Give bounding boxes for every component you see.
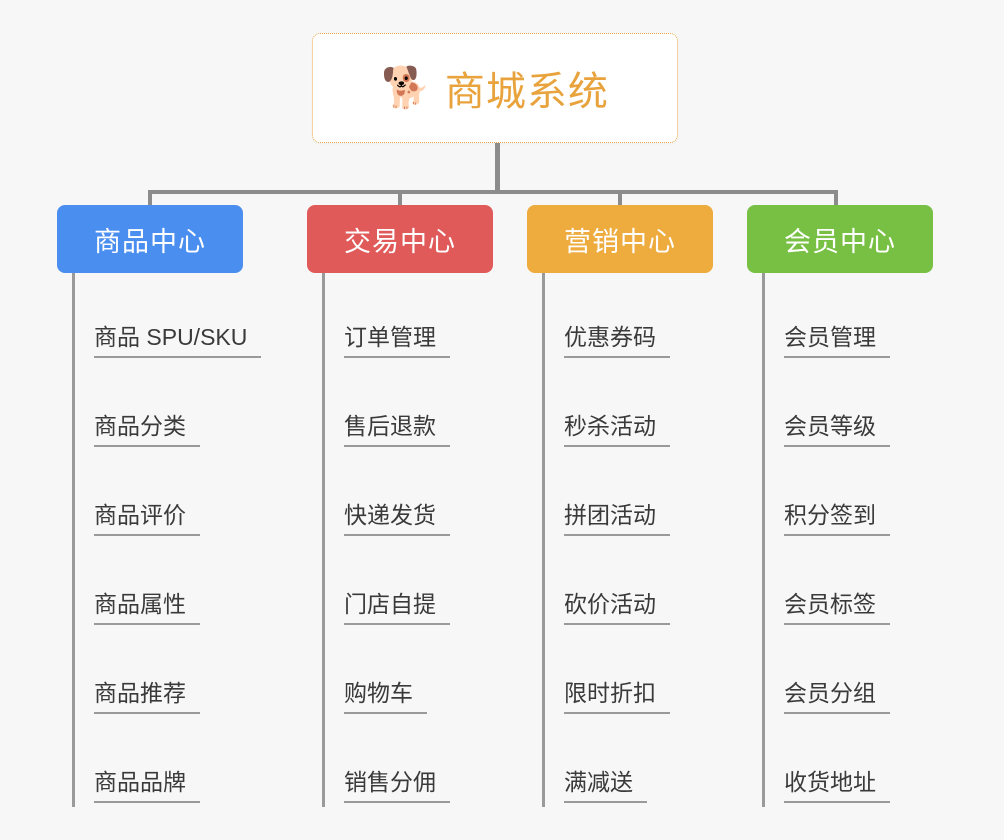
leaf-item-3-3[interactable]: 拼团活动	[542, 451, 670, 540]
root-node-label: 商城系统	[444, 70, 609, 114]
connector-drop-3	[618, 190, 622, 208]
category-label-1: 商品中心	[94, 226, 206, 257]
leaf-label-1-3: 商品评价	[94, 502, 200, 536]
category-box-2[interactable]: 交易中心	[307, 205, 493, 273]
connector-drop-1	[148, 190, 152, 208]
leaf-column-1: 商品 SPU/SKU 商品分类 商品评价 商品属性 商品推荐 商品品牌	[72, 273, 262, 807]
leaf-item-4-1[interactable]: 会员管理	[762, 273, 890, 362]
leaf-item-1-4[interactable]: 商品属性	[72, 540, 261, 629]
shiba-dog-icon: 🐕	[381, 66, 431, 110]
leaf-label-2-5: 购物车	[344, 680, 427, 714]
leaf-item-2-1[interactable]: 订单管理	[322, 273, 450, 362]
leaf-item-4-3[interactable]: 积分签到	[762, 451, 890, 540]
leaf-label-2-4: 门店自提	[344, 591, 450, 625]
leaf-item-3-4[interactable]: 砍价活动	[542, 540, 670, 629]
leaf-item-2-2[interactable]: 售后退款	[322, 362, 450, 451]
leaf-label-4-1: 会员管理	[784, 324, 890, 358]
leaf-label-2-3: 快递发货	[344, 502, 450, 536]
leaf-label-1-1: 商品 SPU/SKU	[94, 324, 262, 358]
leaf-label-4-4: 会员标签	[784, 591, 890, 625]
leaf-item-1-3[interactable]: 商品评价	[72, 451, 261, 540]
leaf-rail-1	[72, 273, 75, 807]
leaf-label-2-2: 售后退款	[344, 413, 450, 447]
leaf-label-3-6: 满减送	[564, 769, 647, 803]
leaf-label-1-4: 商品属性	[94, 591, 200, 625]
leaf-item-3-6[interactable]: 满减送	[542, 718, 670, 807]
leaf-item-2-4[interactable]: 门店自提	[322, 540, 450, 629]
leaf-label-4-3: 积分签到	[784, 502, 890, 536]
leaf-item-1-2[interactable]: 商品分类	[72, 362, 261, 451]
leaf-item-4-4[interactable]: 会员标签	[762, 540, 890, 629]
leaf-item-1-1[interactable]: 商品 SPU/SKU	[72, 273, 262, 362]
category-box-1[interactable]: 商品中心	[57, 205, 243, 273]
leaf-label-2-6: 销售分佣	[344, 769, 450, 803]
leaf-label-4-5: 会员分组	[784, 680, 890, 714]
leaf-item-1-5[interactable]: 商品推荐	[72, 629, 261, 718]
connector-drop-4	[834, 190, 838, 208]
category-box-4[interactable]: 会员中心	[747, 205, 933, 273]
leaf-label-3-2: 秒杀活动	[564, 413, 670, 447]
leaf-item-3-5[interactable]: 限时折扣	[542, 629, 670, 718]
leaf-item-4-2[interactable]: 会员等级	[762, 362, 890, 451]
leaf-label-3-1: 优惠券码	[564, 324, 670, 358]
leaf-item-2-6[interactable]: 销售分佣	[322, 718, 450, 807]
root-node-shop-system[interactable]: 🐕 商城系统	[312, 33, 678, 143]
leaf-label-3-4: 砍价活动	[564, 591, 670, 625]
leaf-label-4-6: 收货地址	[784, 769, 890, 803]
category-box-3[interactable]: 营销中心	[527, 205, 713, 273]
leaf-column-3: 优惠券码 秒杀活动 拼团活动 砍价活动 限时折扣 满减送	[542, 273, 670, 807]
connector-root-stem	[495, 143, 500, 193]
leaf-label-1-5: 商品推荐	[94, 680, 200, 714]
leaf-item-4-6[interactable]: 收货地址	[762, 718, 890, 807]
leaf-rail-3	[542, 273, 545, 807]
leaf-label-3-5: 限时折扣	[564, 680, 670, 714]
leaf-item-4-5[interactable]: 会员分组	[762, 629, 890, 718]
leaf-label-4-2: 会员等级	[784, 413, 890, 447]
category-label-3: 营销中心	[564, 226, 676, 257]
connector-horizontal-bus	[148, 190, 838, 194]
leaf-column-2: 订单管理 售后退款 快递发货 门店自提 购物车 销售分佣	[322, 273, 450, 807]
leaf-label-1-2: 商品分类	[94, 413, 200, 447]
leaf-label-1-6: 商品品牌	[94, 769, 200, 803]
connector-drop-2	[398, 190, 402, 208]
leaf-item-2-5[interactable]: 购物车	[322, 629, 450, 718]
leaf-label-3-3: 拼团活动	[564, 502, 670, 536]
category-label-4: 会员中心	[784, 226, 896, 257]
leaf-rail-4	[762, 273, 765, 807]
category-label-2: 交易中心	[344, 226, 456, 257]
leaf-item-3-2[interactable]: 秒杀活动	[542, 362, 670, 451]
leaf-label-2-1: 订单管理	[344, 324, 450, 358]
leaf-column-4: 会员管理 会员等级 积分签到 会员标签 会员分组 收货地址	[762, 273, 890, 807]
leaf-item-3-1[interactable]: 优惠券码	[542, 273, 670, 362]
leaf-rail-2	[322, 273, 325, 807]
leaf-item-1-6[interactable]: 商品品牌	[72, 718, 261, 807]
leaf-item-2-3[interactable]: 快递发货	[322, 451, 450, 540]
